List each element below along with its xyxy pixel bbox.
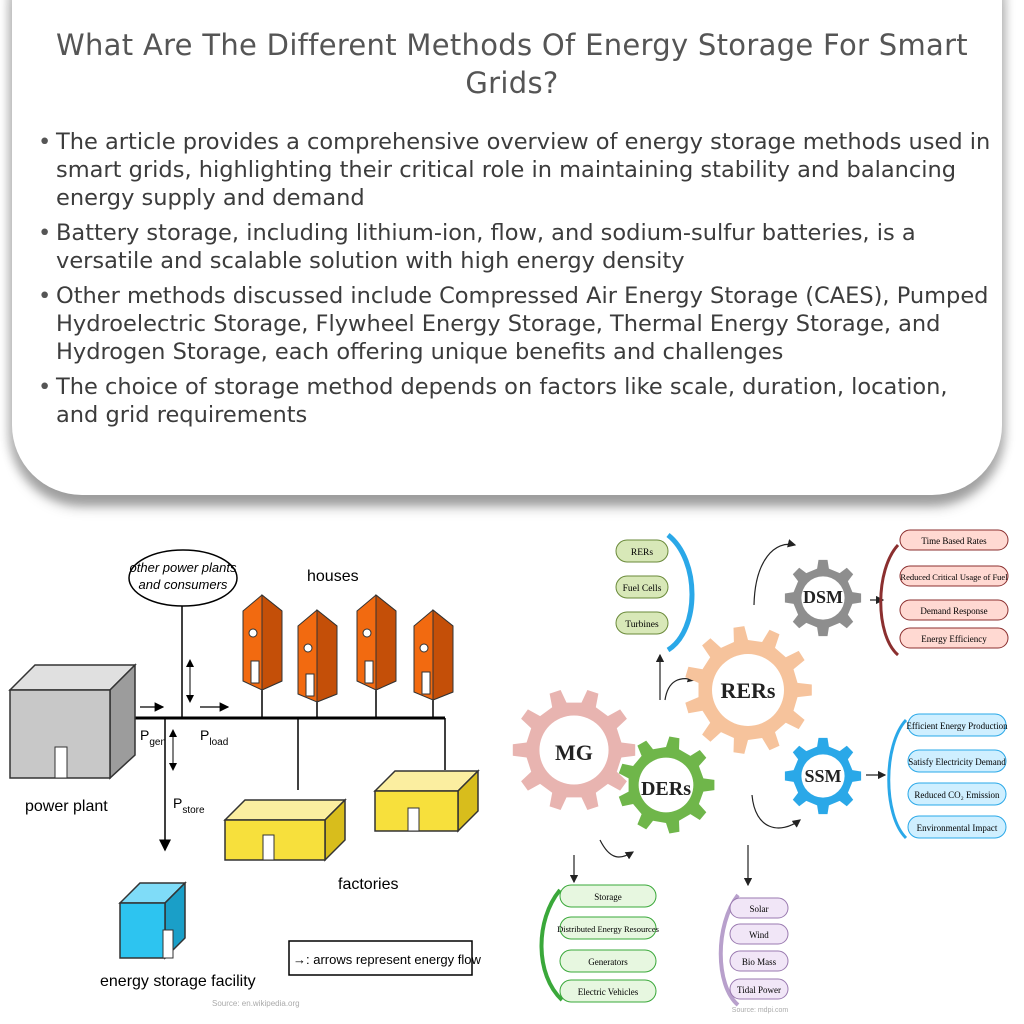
- bullet-item: •The choice of storage method depends on…: [36, 373, 996, 429]
- renewables-item: Solar: [750, 904, 769, 914]
- bubble-label-1: other power plants: [130, 560, 237, 575]
- ders-item: Generators: [588, 957, 628, 967]
- gear-rers-hub: [712, 654, 784, 726]
- gear-dsm-hub: [801, 576, 845, 620]
- bubble-label-2: and consumers: [139, 577, 228, 592]
- ssm-list: Efficient Energy Production Satisfy Elec…: [887, 713, 1008, 840]
- page-title: What Are The Different Methods Of Energy…: [56, 28, 968, 100]
- dsm-item: Demand Response: [920, 606, 987, 616]
- ssm-item: Reduced CO₂ Emission: [914, 790, 1000, 800]
- ders-item: Distributed Energy Resources: [557, 924, 659, 934]
- factories-label: factories: [338, 876, 398, 893]
- ssm-item: Environmental Impact: [917, 823, 998, 833]
- house: [297, 608, 338, 718]
- bullet-item: •The article provides a comprehensive ov…: [36, 128, 996, 212]
- bullet-dot: •: [38, 374, 52, 400]
- power-plant: [8, 663, 137, 780]
- bullet-dot: •: [38, 220, 52, 246]
- renewables-item: Tidal Power: [737, 985, 781, 995]
- p-gen-label: Pgen: [140, 727, 166, 748]
- ders-list: Storage Distributed Energy Resources Gen…: [539, 884, 659, 1003]
- rers-item: Turbines: [625, 620, 659, 630]
- connector-arrow: [599, 839, 635, 860]
- gear-mg-hub: [539, 715, 609, 785]
- house: [413, 608, 454, 718]
- summary-card: [12, 0, 1002, 495]
- gear-label-ders: DERs: [641, 778, 691, 800]
- gear-label-dsm: DSM: [803, 587, 843, 607]
- power-plant-label: power plant: [25, 798, 108, 815]
- renewables-item: Bio Mass: [742, 957, 777, 967]
- p-load-label: Pload: [200, 727, 228, 748]
- connector-arrow: [751, 794, 801, 829]
- dsm-item: Reduced Critical Usage of Fuel: [900, 572, 1008, 582]
- houses-label: houses: [307, 568, 359, 585]
- bullet-dot: •: [38, 129, 52, 155]
- legend-text: →: arrows represent energy flow: [293, 952, 481, 967]
- storage-facility-label: energy storage facility: [100, 973, 256, 990]
- rers-item: Fuel Cells: [623, 584, 662, 594]
- source-credit: Source: en.wikipedia.org: [212, 999, 300, 1008]
- gear-label-ssm: SSM: [804, 766, 841, 786]
- renewables-list: Solar Wind Bio Mass Tidal Power: [718, 893, 789, 1007]
- bullet-dot: •: [38, 283, 52, 309]
- consumers-bubble: [128, 549, 238, 607]
- ders-item: Electric Vehicles: [578, 987, 639, 997]
- ssm-item: Efficient Energy Production: [906, 721, 1008, 731]
- energy-flow-diagram: other power plants and consumers Pgen Pl…: [8, 549, 481, 1008]
- dsm-item: Time Based Rates: [921, 536, 987, 546]
- gear-label-rers: RERs: [720, 678, 775, 703]
- bullet-text: Other methods discussed include Compress…: [56, 283, 989, 365]
- house: [356, 593, 397, 718]
- p-store-label: Pstore: [173, 795, 205, 816]
- renewables-item: Wind: [749, 930, 769, 940]
- factory: [223, 798, 347, 862]
- source-credit: Source: mdpi.com: [732, 1007, 789, 1014]
- house: [242, 593, 283, 718]
- storage-facility: [118, 881, 187, 960]
- gear-ders-hub: [638, 757, 694, 813]
- connector-arrow: [753, 539, 797, 606]
- connector-arrow: [664, 674, 697, 701]
- summary-bullets: •The article provides a comprehensive ov…: [36, 128, 996, 436]
- ssm-item: Satisfy Electricity Demand: [908, 757, 1006, 767]
- bullet-item: •Battery storage, including lithium-ion,…: [36, 219, 996, 275]
- bullet-text: The choice of storage method depends on …: [56, 374, 948, 428]
- bullet-text: Battery storage, including lithium-ion, …: [56, 220, 916, 274]
- dsm-list: Time Based Rates Reduced Critical Usage …: [879, 529, 1009, 657]
- rers-list: RERs Fuel Cells Turbines: [615, 533, 695, 653]
- legend-box: [288, 940, 473, 976]
- rers-item: RERs: [631, 548, 653, 558]
- factory: [373, 769, 480, 833]
- ders-item: Storage: [594, 892, 622, 902]
- gear-ssm-hub: [801, 754, 845, 798]
- bullet-text: The article provides a comprehensive ove…: [56, 129, 991, 211]
- bullet-item: •Other methods discussed include Compres…: [36, 282, 996, 366]
- smart-grid-gear-diagram: MG DERs RERs DSM SSM RERs Fuel Cells Tur…: [512, 529, 1009, 1014]
- gear-label-mg: MG: [555, 740, 593, 765]
- dsm-item: Energy Efficiency: [921, 634, 987, 644]
